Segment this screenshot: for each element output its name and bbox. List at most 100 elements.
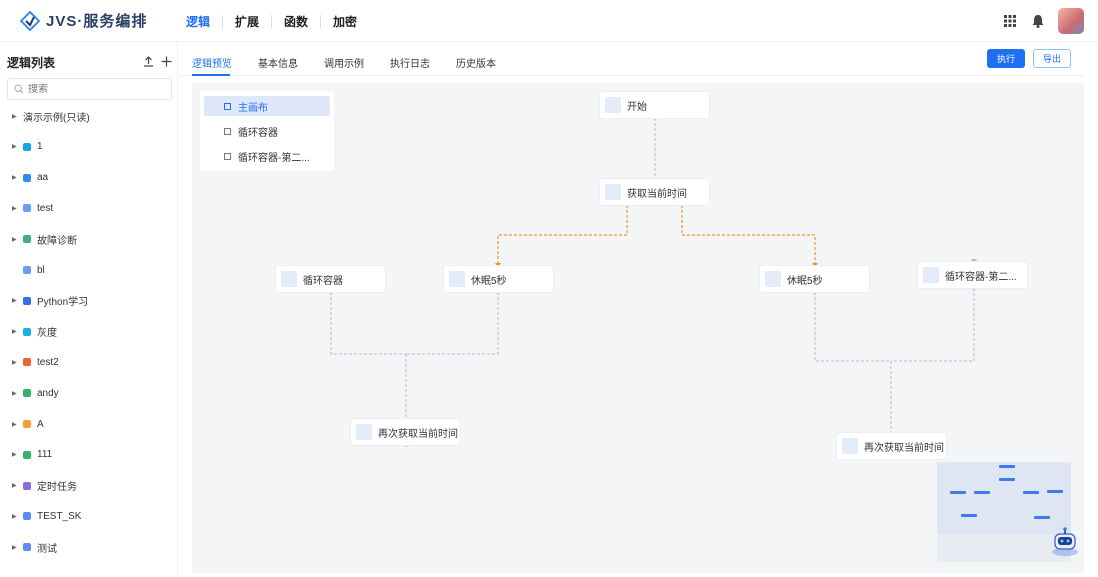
minimap-node <box>1023 491 1039 494</box>
caret-right-icon[interactable]: ▶ <box>12 452 17 459</box>
caret-right-icon[interactable]: ▶ <box>12 298 17 305</box>
app-logo[interactable]: JVS·服务编排 <box>20 10 147 31</box>
nav-divider <box>271 14 273 28</box>
sidebar-item[interactable]: ▶1 <box>0 137 176 157</box>
nav-item-function[interactable]: 函数 <box>284 14 309 29</box>
layer-main-canvas[interactable]: 主画布 <box>204 96 330 116</box>
node-icon <box>842 438 858 454</box>
node-sleep-right[interactable]: 休眠5秒 <box>760 266 869 292</box>
sidebar-item[interactable]: ▶演示示例(只读) <box>0 106 176 126</box>
folder-icon <box>23 204 31 213</box>
container-icon <box>224 127 231 135</box>
sidebar-item[interactable]: ▶定时任务 <box>0 476 176 496</box>
grid-icon[interactable] <box>1002 13 1018 29</box>
sidebar-item[interactable]: ▶test <box>0 198 176 218</box>
caret-right-icon[interactable]: ▶ <box>12 236 17 243</box>
node-get-time-again-left[interactable]: 再次获取当前时间 <box>351 419 460 445</box>
tab-history[interactable]: 历史版本 <box>456 59 496 70</box>
node-get-time-again-right[interactable]: 再次获取当前时间 <box>837 433 946 459</box>
tab-logic-preview[interactable]: 逻辑预览 <box>192 59 232 70</box>
caret-right-icon[interactable]: ▶ <box>12 359 17 366</box>
folder-icon <box>23 512 31 521</box>
caret-right-icon[interactable]: ▶ <box>12 390 17 397</box>
folder-icon <box>23 235 31 244</box>
caret-right-icon[interactable]: ▶ <box>12 144 17 151</box>
nav-item-extend[interactable]: 扩展 <box>235 14 260 29</box>
folder-icon <box>23 481 31 490</box>
bell-icon[interactable] <box>1030 13 1046 29</box>
caret-right-icon[interactable]: ▶ <box>12 329 17 336</box>
connector-sleep2-merge <box>814 292 891 362</box>
sidebar-item[interactable]: ▶灰度 <box>0 322 176 342</box>
sidebar-item-label: 测试 <box>37 543 57 555</box>
layer-loop-container-2[interactable]: 循环容器-第二... <box>204 146 330 166</box>
layer-label: 循环容器-第二... <box>238 152 310 164</box>
node-start[interactable]: 开始 <box>600 92 709 118</box>
run-button[interactable]: 执行 <box>987 49 1025 68</box>
flow-canvas[interactable]: 主画布 循环容器 循环容器-第二... 开始 获取当前时间 循环容器 休眠5秒 … <box>192 83 1084 573</box>
layer-loop-container[interactable]: 循环容器 <box>204 121 330 141</box>
node-icon <box>765 271 781 287</box>
node-icon <box>923 267 939 283</box>
minimap[interactable] <box>937 462 1071 562</box>
sidebar-actions <box>141 54 177 68</box>
minimap-node <box>974 491 990 494</box>
sidebar-item-label: aa <box>37 172 49 184</box>
folder-icon <box>23 420 31 428</box>
sidebar-item[interactable]: ▶ Python学习 <box>0 291 176 311</box>
node-loop-container[interactable]: 循环容器 <box>276 266 385 292</box>
sidebar-item-label: Python学习 <box>37 297 89 309</box>
add-icon[interactable] <box>159 54 173 68</box>
node-icon <box>605 184 621 200</box>
sidebar-item[interactable]: ▶bl <box>0 260 176 280</box>
tab-call-example[interactable]: 调用示例 <box>324 59 364 70</box>
folder-icon <box>23 543 31 552</box>
caret-right-icon[interactable]: ▶ <box>12 205 17 212</box>
node-label: 循环容器 <box>303 275 343 287</box>
sidebar-item[interactable]: ▶ aa <box>0 168 176 188</box>
tab-exec-log[interactable]: 执行日志 <box>390 59 430 70</box>
nav-item-encrypt[interactable]: 加密 <box>333 14 358 29</box>
minimap-node <box>999 465 1015 468</box>
node-label: 再次获取当前时间 <box>378 428 458 440</box>
layer-panel: 主画布 循环容器 循环容器-第二... <box>200 91 334 171</box>
caret-right-icon[interactable]: ▶ <box>12 513 17 520</box>
caret-right-icon[interactable]: ▶ <box>12 113 17 120</box>
sidebar-title: 逻辑列表 <box>7 56 56 70</box>
node-sleep-left[interactable]: 休眠5秒 <box>444 266 553 292</box>
node-label: 休眠5秒 <box>787 275 823 287</box>
sidebar-item[interactable]: ▶ 111 <box>0 445 176 465</box>
nav-item-logic[interactable]: 逻辑 <box>186 14 211 29</box>
sidebar-item-label: 111 <box>37 449 53 461</box>
container-icon <box>224 152 231 160</box>
sidebar-item[interactable]: ▶A <box>0 414 176 434</box>
avatar[interactable] <box>1058 8 1084 34</box>
export-button[interactable]: 导出 <box>1033 49 1071 68</box>
sidebar-item[interactable]: ▶TEST_SK <box>0 506 176 526</box>
caret-right-icon[interactable]: ▶ <box>12 421 17 428</box>
node-loop-container-2[interactable]: 循环容器-第二... <box>918 262 1027 288</box>
upload-icon[interactable] <box>141 54 155 68</box>
node-label: 开始 <box>627 101 647 113</box>
search-input[interactable] <box>28 83 148 95</box>
node-label: 再次获取当前时间 <box>864 442 944 454</box>
canvas-icon <box>224 102 231 110</box>
sidebar-item[interactable]: ▶test2 <box>0 352 176 372</box>
folder-icon <box>23 450 31 459</box>
search-box[interactable] <box>7 78 172 100</box>
tab-basic-info[interactable]: 基本信息 <box>258 59 298 70</box>
minimap-viewport[interactable] <box>937 462 1071 534</box>
caret-right-icon[interactable]: ▶ <box>12 175 17 182</box>
node-get-time[interactable]: 获取当前时间 <box>600 179 709 205</box>
tab-bar: 逻辑预览 基本信息 调用示例 执行日志 历史版本 <box>179 42 1084 76</box>
caret-right-icon[interactable]: ▶ <box>12 544 17 551</box>
node-icon <box>356 424 372 440</box>
caret-right-icon[interactable]: ▶ <box>12 483 17 490</box>
sidebar-item[interactable]: ▶故障诊断 <box>0 229 176 249</box>
nav-divider <box>222 14 224 28</box>
node-icon <box>605 97 621 113</box>
sidebar-item[interactable]: ▶andy <box>0 383 176 403</box>
sidebar-item[interactable]: ▶ 测试 <box>0 537 176 557</box>
assistant-robot-icon[interactable] <box>1049 525 1081 557</box>
connector-loop2-merge <box>891 288 975 362</box>
